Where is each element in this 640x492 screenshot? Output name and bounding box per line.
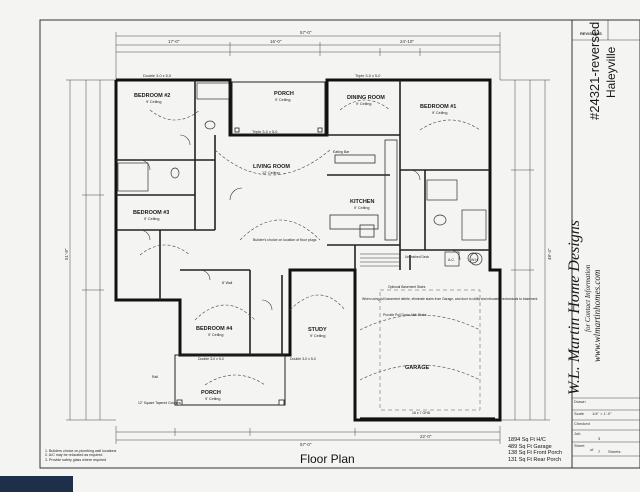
kitchen-counters	[329, 139, 398, 241]
plan-location: Haleyville	[604, 46, 618, 98]
right-dimension-lines	[500, 79, 550, 421]
sqft-line: 1894 Sq Ft H/C	[508, 437, 546, 443]
garage-label: GARAGE	[405, 365, 429, 371]
builder-floor-plug-note: Builder's choice on location of floor pl…	[253, 238, 317, 242]
general-notes: 1. Builders choice on plumbing wall loca…	[45, 449, 116, 462]
scale-label: Scale	[574, 411, 585, 416]
bedroom3-ceiling: 9' Ceiling	[144, 217, 160, 221]
bottom-dimension-lines	[115, 426, 501, 444]
bed2-window-note: Double 3-0 x 5-0	[143, 74, 171, 78]
bedroom3-label: BEDROOM #3	[133, 210, 169, 216]
left-dimension-lines	[66, 79, 116, 421]
general-note-line: 2. A/C may be relocated as required	[45, 453, 103, 458]
front-columns-note: 12" Square Tapered Columns	[138, 401, 181, 405]
garage-door-note: 16 x 7 OHD	[412, 411, 431, 415]
dim-overall-top: 57'-0"	[300, 30, 312, 35]
mechanical-units	[444, 251, 483, 267]
scale-value: 1/4" = 1'-0"	[592, 411, 612, 416]
ac-label: A.C.	[448, 258, 455, 262]
sheet-label: Sheet	[574, 443, 585, 448]
door-swings	[139, 134, 461, 311]
bedroom4-label: BEDROOM #4	[196, 326, 233, 332]
dim-bottom-right: 22'-0"	[420, 434, 432, 439]
living-window-note: Triple 3-0 x 5-0	[252, 130, 277, 134]
bedroom2-label: BEDROOM #2	[134, 93, 170, 99]
porch-rear-label: PORCH	[274, 91, 294, 97]
living-label: LIVING ROOM	[253, 164, 290, 170]
unfinished-note: Unfinished Deck	[405, 255, 429, 259]
dining-ceiling: 9' Ceiling	[356, 102, 372, 106]
attic-stairs-note: Provide Pull Down Attic Stairs	[383, 313, 427, 317]
sqft-line: 138 Sq Ft Front Porch	[508, 450, 563, 457]
mls-watermark-logo	[0, 476, 73, 492]
porch-front-ceiling: 9' Ceiling	[205, 397, 221, 401]
revisions-label: REVISIONS	[580, 31, 602, 36]
top-dimension-lines	[115, 32, 501, 80]
bedroom2-ceiling: 9' Ceiling	[146, 100, 162, 104]
general-note-line: 3. Provide safety glass where required	[45, 457, 107, 462]
general-note-line: 1. Builders choice on plumbing wall loca…	[45, 449, 117, 453]
kitchen-ceiling: 9' Ceiling	[354, 206, 370, 210]
dining-label: DINING ROOM	[347, 95, 385, 101]
living-ceiling: 12' Ceiling	[262, 171, 280, 175]
contact-info-note: for Contact Information	[584, 264, 592, 332]
electrical-runs	[139, 99, 481, 386]
sqft-line: 131 Sq Ft Rear Porch	[508, 456, 562, 463]
bed4-wall-note: 8' Wall	[222, 281, 232, 285]
study-window-note: Double 3-0 x 5-0	[290, 357, 316, 361]
job-label: Job	[574, 431, 581, 436]
square-footage-list: 1894 Sq Ft H/C 489 Sq Ft Garage 138 Sq F…	[508, 437, 562, 463]
bedroom4-ceiling: 9' Ceiling	[208, 333, 224, 337]
plan-number: #24321-reversed	[587, 21, 602, 120]
bedroom1-ceiling: 9' Ceiling	[432, 111, 448, 115]
of-value: 7	[598, 449, 601, 454]
dim-left-overall: 51'-8"	[64, 248, 69, 260]
drawn-label: Drawn	[574, 399, 586, 404]
eating-bar-note: Eating Bar	[333, 150, 350, 154]
garage-basement-note: When using full basement delete, elimina…	[362, 297, 537, 301]
bed4-window-note: Double 3-0 x 5-0	[198, 357, 224, 361]
study-ceiling: 9' Ceiling	[310, 334, 326, 338]
porch-outlines	[174, 81, 326, 406]
stairs	[360, 253, 400, 267]
wh-label: W.H.	[471, 258, 479, 262]
study-label: STUDY	[308, 327, 327, 333]
checked-label: Checked	[574, 421, 590, 426]
bathroom-fixtures	[117, 82, 487, 264]
dining-window-note: Triple 3-0 x 5-0	[355, 74, 380, 78]
sheet-title: Floor Plan	[300, 452, 355, 466]
sheet-value: 3	[598, 436, 601, 441]
dim-top-left: 17'-0"	[168, 39, 180, 44]
sheets-label: Sheets	[608, 449, 620, 454]
rail-note: Rail	[152, 375, 158, 379]
exterior-walls	[114, 78, 502, 422]
company-name: W.L. Martin Home Designs	[566, 220, 583, 395]
garage-floor-outline	[379, 289, 481, 411]
sqft-line: 489 Sq Ft Garage	[508, 443, 552, 450]
interior-walls	[116, 80, 490, 355]
dim-top-mid: 16'-0"	[270, 39, 282, 44]
porch-columns	[176, 127, 323, 406]
of-label: of	[590, 447, 594, 452]
company-website: www.wlmartinhomes.com	[592, 269, 602, 362]
dim-overall-bottom: 57'-0"	[300, 442, 312, 447]
kitchen-label: KITCHEN	[350, 199, 374, 205]
porch-front-label: PORCH	[201, 390, 221, 396]
porch-rear-ceiling: 9' Ceiling	[275, 98, 291, 102]
sheet-border	[39, 19, 640, 469]
dim-right-overall: 48'-4"	[547, 248, 552, 260]
dim-top-right: 24'-10"	[400, 39, 414, 44]
optional-basement-note: Optional Basement Stairs	[388, 285, 426, 289]
bedroom1-label: BEDROOM #1	[420, 104, 456, 110]
